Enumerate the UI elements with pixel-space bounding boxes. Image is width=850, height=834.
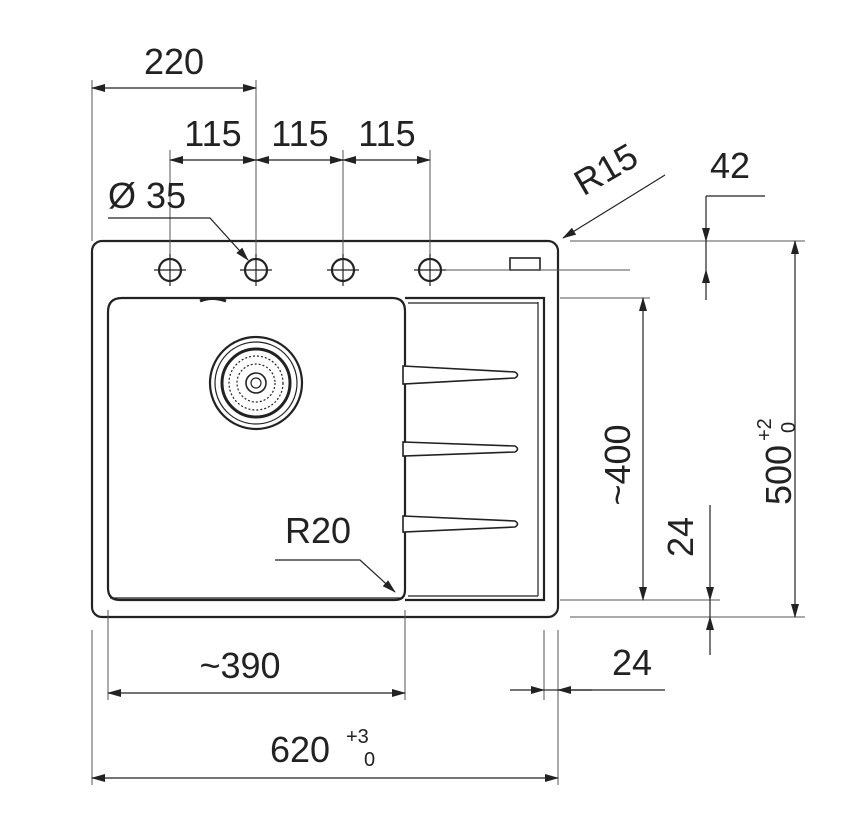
label-overall-depth-value: 500 [758, 445, 799, 505]
label-corner-radius-bowl: R20 [285, 510, 351, 551]
drainer-ribs [402, 365, 519, 533]
overflow-slot [199, 297, 227, 303]
label-corner-radius-outer: R15 [567, 135, 645, 204]
label-hole-row-offset: 42 [710, 145, 750, 186]
sink-bowl [106, 296, 407, 602]
leader-r15 [562, 174, 666, 239]
faucet-hole [414, 254, 446, 286]
sink-outer-rim [90, 239, 560, 619]
pop-up-button [509, 257, 541, 271]
label-rim-right: 24 [612, 642, 652, 683]
faucet-holes [154, 254, 446, 286]
faucet-hole [240, 254, 272, 286]
label-bowl-depth: ~400 [597, 424, 638, 505]
label-hole-spacing-2: 115 [271, 113, 328, 154]
drainer-rib [402, 515, 519, 533]
label-overall-depth: 500 +2 0 [754, 418, 800, 505]
faucet-hole [154, 254, 186, 286]
label-overall-width: 620 +3 0 [270, 726, 375, 771]
extension-lines [91, 80, 805, 785]
label-overall-depth-tol-upper: +2 [754, 418, 776, 441]
drain-strainer [208, 335, 304, 431]
label-hole-spacing-3: 115 [358, 113, 415, 154]
label-hole-spacing-1: 115 [184, 113, 241, 154]
label-rim-bottom: 24 [660, 517, 701, 557]
drainer-area [405, 296, 546, 602]
faucet-hole [327, 254, 359, 286]
dimension-labels: 220 115 115 115 Ø 35 R15 42 ~400 500 +2 … [108, 41, 800, 771]
label-hole-offset: 220 [144, 41, 204, 82]
drainer-rib [402, 365, 519, 385]
label-hole-diameter: Ø 35 [108, 175, 186, 216]
label-overall-width-value: 620 [270, 729, 330, 770]
label-overall-depth-tol-lower: 0 [778, 422, 800, 433]
leader-diameter [108, 217, 249, 261]
leader-r20 [275, 559, 396, 593]
label-bowl-width: ~390 [199, 645, 280, 686]
drainer-rib [402, 441, 519, 457]
dimension-lines [91, 84, 799, 782]
sink-outline [90, 239, 560, 619]
label-overall-width-tol-lower: 0 [364, 749, 375, 771]
label-overall-width-tol-upper: +3 [346, 726, 369, 748]
